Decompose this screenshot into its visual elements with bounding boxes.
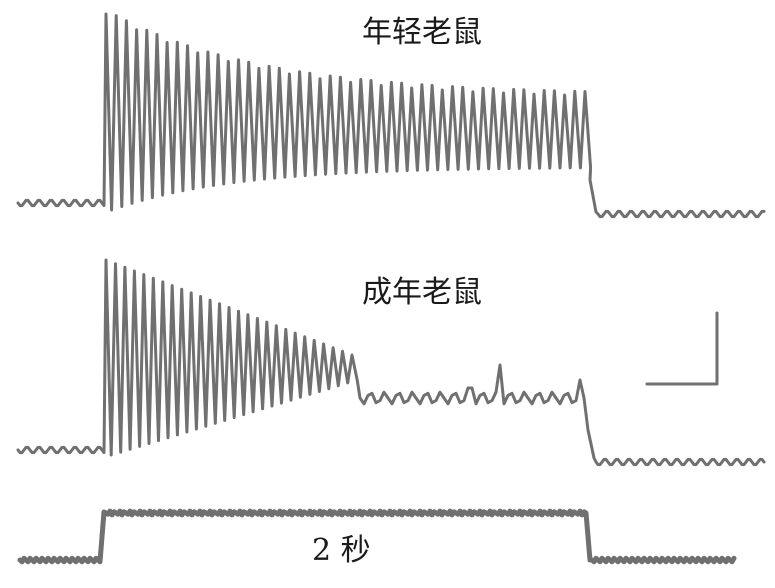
duration-label: 2 秒 (312, 533, 371, 568)
young-mouse-label: 年轻老鼠 (362, 15, 482, 50)
scale-bar (645, 311, 719, 386)
adult-mouse-label: 成年老鼠 (362, 275, 482, 310)
young-mouse-trace (16, 12, 766, 219)
stimulus-trace (17, 508, 737, 565)
adult-mouse-trace (16, 258, 766, 467)
